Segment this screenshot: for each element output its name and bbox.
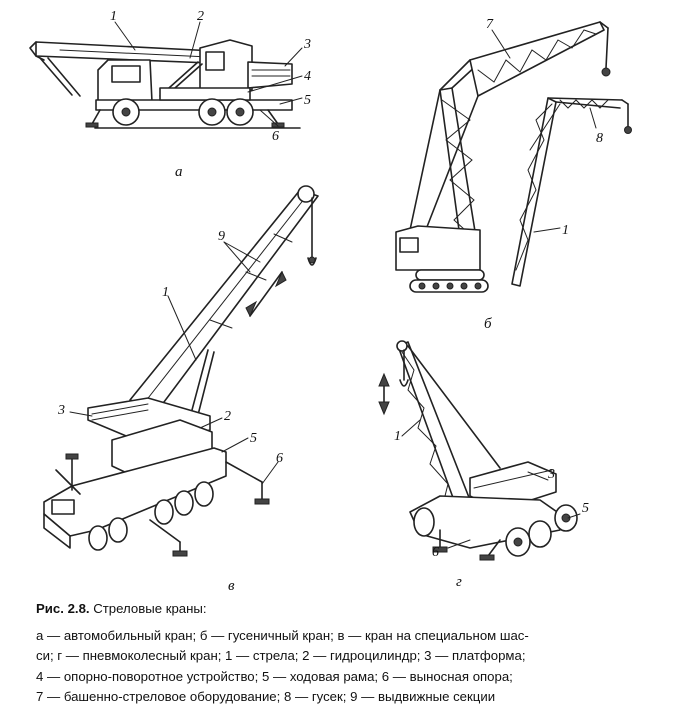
caption-line-3: 4 — опорно-поворотное устройство; 5 — хо…: [36, 668, 513, 684]
label-v-1: 1: [162, 285, 169, 300]
crane-diagram: 1 2 3 4 5 6 а: [29, 9, 632, 594]
telescopic-boom: [129, 189, 319, 411]
lattice-boom: [397, 341, 471, 507]
caption-line-4: 7 — башенно-стреловое оборудование; 8 — …: [36, 689, 496, 704]
label-a-1: 1: [110, 9, 117, 24]
label-a-5: 5: [304, 93, 311, 108]
caption-line-2: си; г — пневмоколесный кран; 1 — стрела;…: [36, 648, 526, 663]
crawler-crane: 7 8 1 б: [395, 17, 632, 332]
label-v-9: 9: [218, 229, 225, 244]
label-b-8: 8: [596, 131, 603, 146]
caption-line-1: а — автомобильный кран; б — гусеничный к…: [36, 627, 529, 643]
truck-crane: 1 2 3 4 5 6 а: [29, 9, 311, 180]
label-a-2: 2: [197, 9, 204, 24]
label-a-4: 4: [304, 69, 311, 84]
caption-title: Рис. 2.8.: [36, 601, 90, 616]
label-g-6: 6: [432, 545, 439, 560]
pneumatic-wheeled-crane: 1 3 5 6 г: [378, 340, 589, 590]
label-g-3: 3: [547, 467, 555, 482]
special-chassis-crane: 9 1 3 2 5 6 в: [43, 185, 319, 594]
label-v-5: 5: [250, 431, 257, 446]
label-g-1: 1: [394, 429, 401, 444]
subfigure-b-label: б: [484, 316, 492, 332]
subfigure-v-label: в: [228, 578, 235, 594]
caption-heading: Рис. 2.8. Стреловые краны:: [36, 599, 656, 620]
label-v-2: 2: [224, 409, 231, 424]
label-v-6: 6: [276, 451, 283, 466]
label-g-5: 5: [582, 501, 589, 516]
label-a-6: 6: [272, 129, 279, 144]
label-v-3: 3: [57, 403, 65, 418]
figure-caption: Рис. 2.8. Стреловые краны: а — автомобил…: [36, 599, 656, 708]
label-b-1: 1: [562, 223, 569, 238]
label-a-3: 3: [303, 37, 311, 52]
subfigure-g-label: г: [456, 574, 462, 590]
label-b-7: 7: [486, 17, 494, 32]
subfigure-a-label: а: [175, 164, 183, 180]
caption-subtitle: Стреловые краны:: [93, 601, 207, 616]
